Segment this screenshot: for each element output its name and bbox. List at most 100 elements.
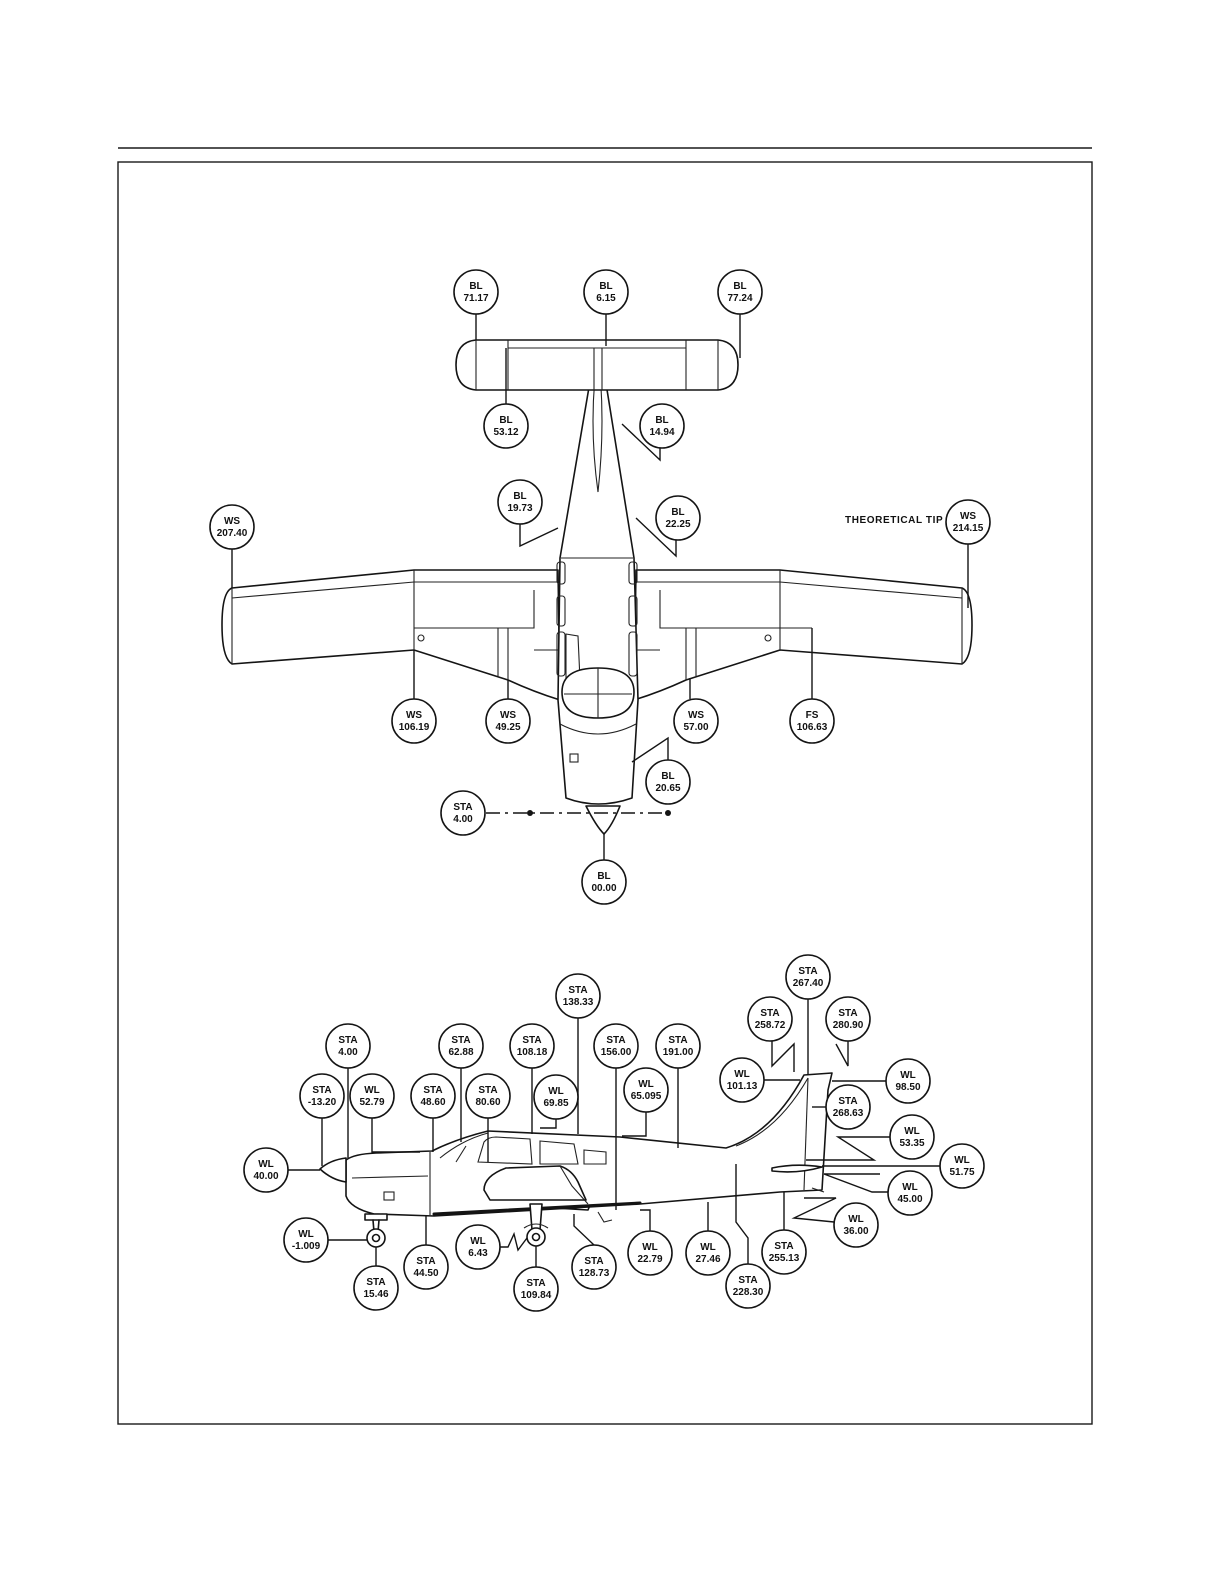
callout-datum-value: 49.25 xyxy=(495,722,520,733)
callout-datum-type: WL xyxy=(902,1182,918,1193)
callout-datum-value: 77.24 xyxy=(727,293,752,304)
callout-circle xyxy=(719,1057,765,1103)
callout-datum-value: 106.63 xyxy=(797,722,828,733)
callout-circle xyxy=(325,1023,371,1069)
callout-datum-type: STA xyxy=(526,1278,545,1289)
left-flap-hinge xyxy=(414,590,558,651)
right-window-1 xyxy=(628,561,638,585)
callout-datum-type: STA xyxy=(416,1256,435,1267)
callout-datum-value: 48.60 xyxy=(420,1097,445,1108)
leader-line xyxy=(631,736,669,763)
leader-line xyxy=(621,423,661,462)
callout-datum-type: STA xyxy=(838,1096,857,1107)
callout-datum-value: 53.12 xyxy=(493,427,518,438)
callout-datum-type: STA xyxy=(760,1008,779,1019)
callout-datum-value: 4.00 xyxy=(453,814,473,825)
callout-datum-type: WS xyxy=(500,710,516,721)
callout-datum-type: WL xyxy=(298,1229,314,1240)
side-view-callout-wl-6-43: WL6.43 xyxy=(455,1224,528,1270)
leader-line xyxy=(640,1209,651,1231)
callout-datum-type: STA xyxy=(312,1085,331,1096)
callout-datum-type: BL xyxy=(499,415,512,426)
callout-datum-type: BL xyxy=(599,281,612,292)
callout-datum-value: 128.73 xyxy=(579,1268,610,1279)
callout-circle xyxy=(833,1202,879,1248)
callout-circle xyxy=(571,1244,617,1290)
cabin-window-2 xyxy=(539,1140,579,1165)
callout-datum-value: 98.50 xyxy=(895,1082,920,1093)
callout-datum-type: WL xyxy=(904,1126,920,1137)
callout-datum-value: 106.19 xyxy=(399,722,430,733)
callout-datum-type: STA xyxy=(838,1008,857,1019)
callout-datum-value: 228.30 xyxy=(733,1287,764,1298)
windshield-divider xyxy=(564,668,632,718)
figure-frame xyxy=(117,161,1093,1425)
callout-datum-type: BL xyxy=(655,415,668,426)
dorsal-fin-line xyxy=(735,1077,809,1147)
callout-datum-value: 108.18 xyxy=(517,1047,548,1058)
leader-line xyxy=(835,1041,849,1067)
callout-circle xyxy=(455,1224,501,1270)
callout-datum-type: WL xyxy=(470,1236,486,1247)
callout-datum-value: 214.15 xyxy=(953,523,984,534)
callout-datum-type: STA xyxy=(338,1035,357,1046)
callout-circle xyxy=(623,1067,669,1113)
callout-datum-value: -13.20 xyxy=(308,1097,337,1108)
leader-line xyxy=(735,1164,749,1264)
callout-circle xyxy=(581,859,627,905)
callout-datum-type: STA xyxy=(366,1277,385,1288)
callout-datum-value: 156.00 xyxy=(601,1047,632,1058)
right-flap-hinge xyxy=(636,590,812,651)
callout-datum-type: BL xyxy=(513,491,526,502)
callout-datum-value: 109.84 xyxy=(521,1290,552,1301)
left-window-3 xyxy=(556,631,566,677)
leader-line xyxy=(771,1041,795,1072)
callout-datum-value: 280.90 xyxy=(833,1020,864,1031)
callout-circle xyxy=(825,1084,871,1130)
callout-circle xyxy=(789,698,835,744)
callout-circle xyxy=(583,269,629,315)
callout-circle xyxy=(555,973,601,1019)
left-aileron-line xyxy=(231,581,415,599)
callout-circle xyxy=(533,1074,579,1120)
callout-layer: BL71.17BL6.15BL77.24BL53.12BL14.94BL19.7… xyxy=(209,269,991,1312)
callout-circle xyxy=(513,1266,559,1312)
fuselage-top xyxy=(557,345,639,805)
cowling-line xyxy=(559,723,637,735)
callout-circle xyxy=(209,504,255,550)
callout-datum-value: 65.095 xyxy=(631,1091,662,1102)
right-window-2 xyxy=(628,595,638,627)
callout-datum-type: STA xyxy=(451,1035,470,1046)
side-view-callout-wl-1-009: WL-1.009 xyxy=(283,1217,367,1263)
callout-circle xyxy=(403,1244,449,1290)
callout-datum-value: -1.009 xyxy=(292,1241,321,1252)
theoretical-tip-label: THEORETICAL TIP xyxy=(845,515,943,526)
callout-circle xyxy=(785,954,831,1000)
cabin-step xyxy=(597,1211,613,1223)
callout-datum-value: 62.88 xyxy=(448,1047,473,1058)
leader-line xyxy=(823,1173,888,1193)
callout-datum-type: BL xyxy=(597,871,610,882)
side-view-aircraft xyxy=(319,1072,833,1248)
callout-datum-value: 40.00 xyxy=(253,1171,278,1182)
